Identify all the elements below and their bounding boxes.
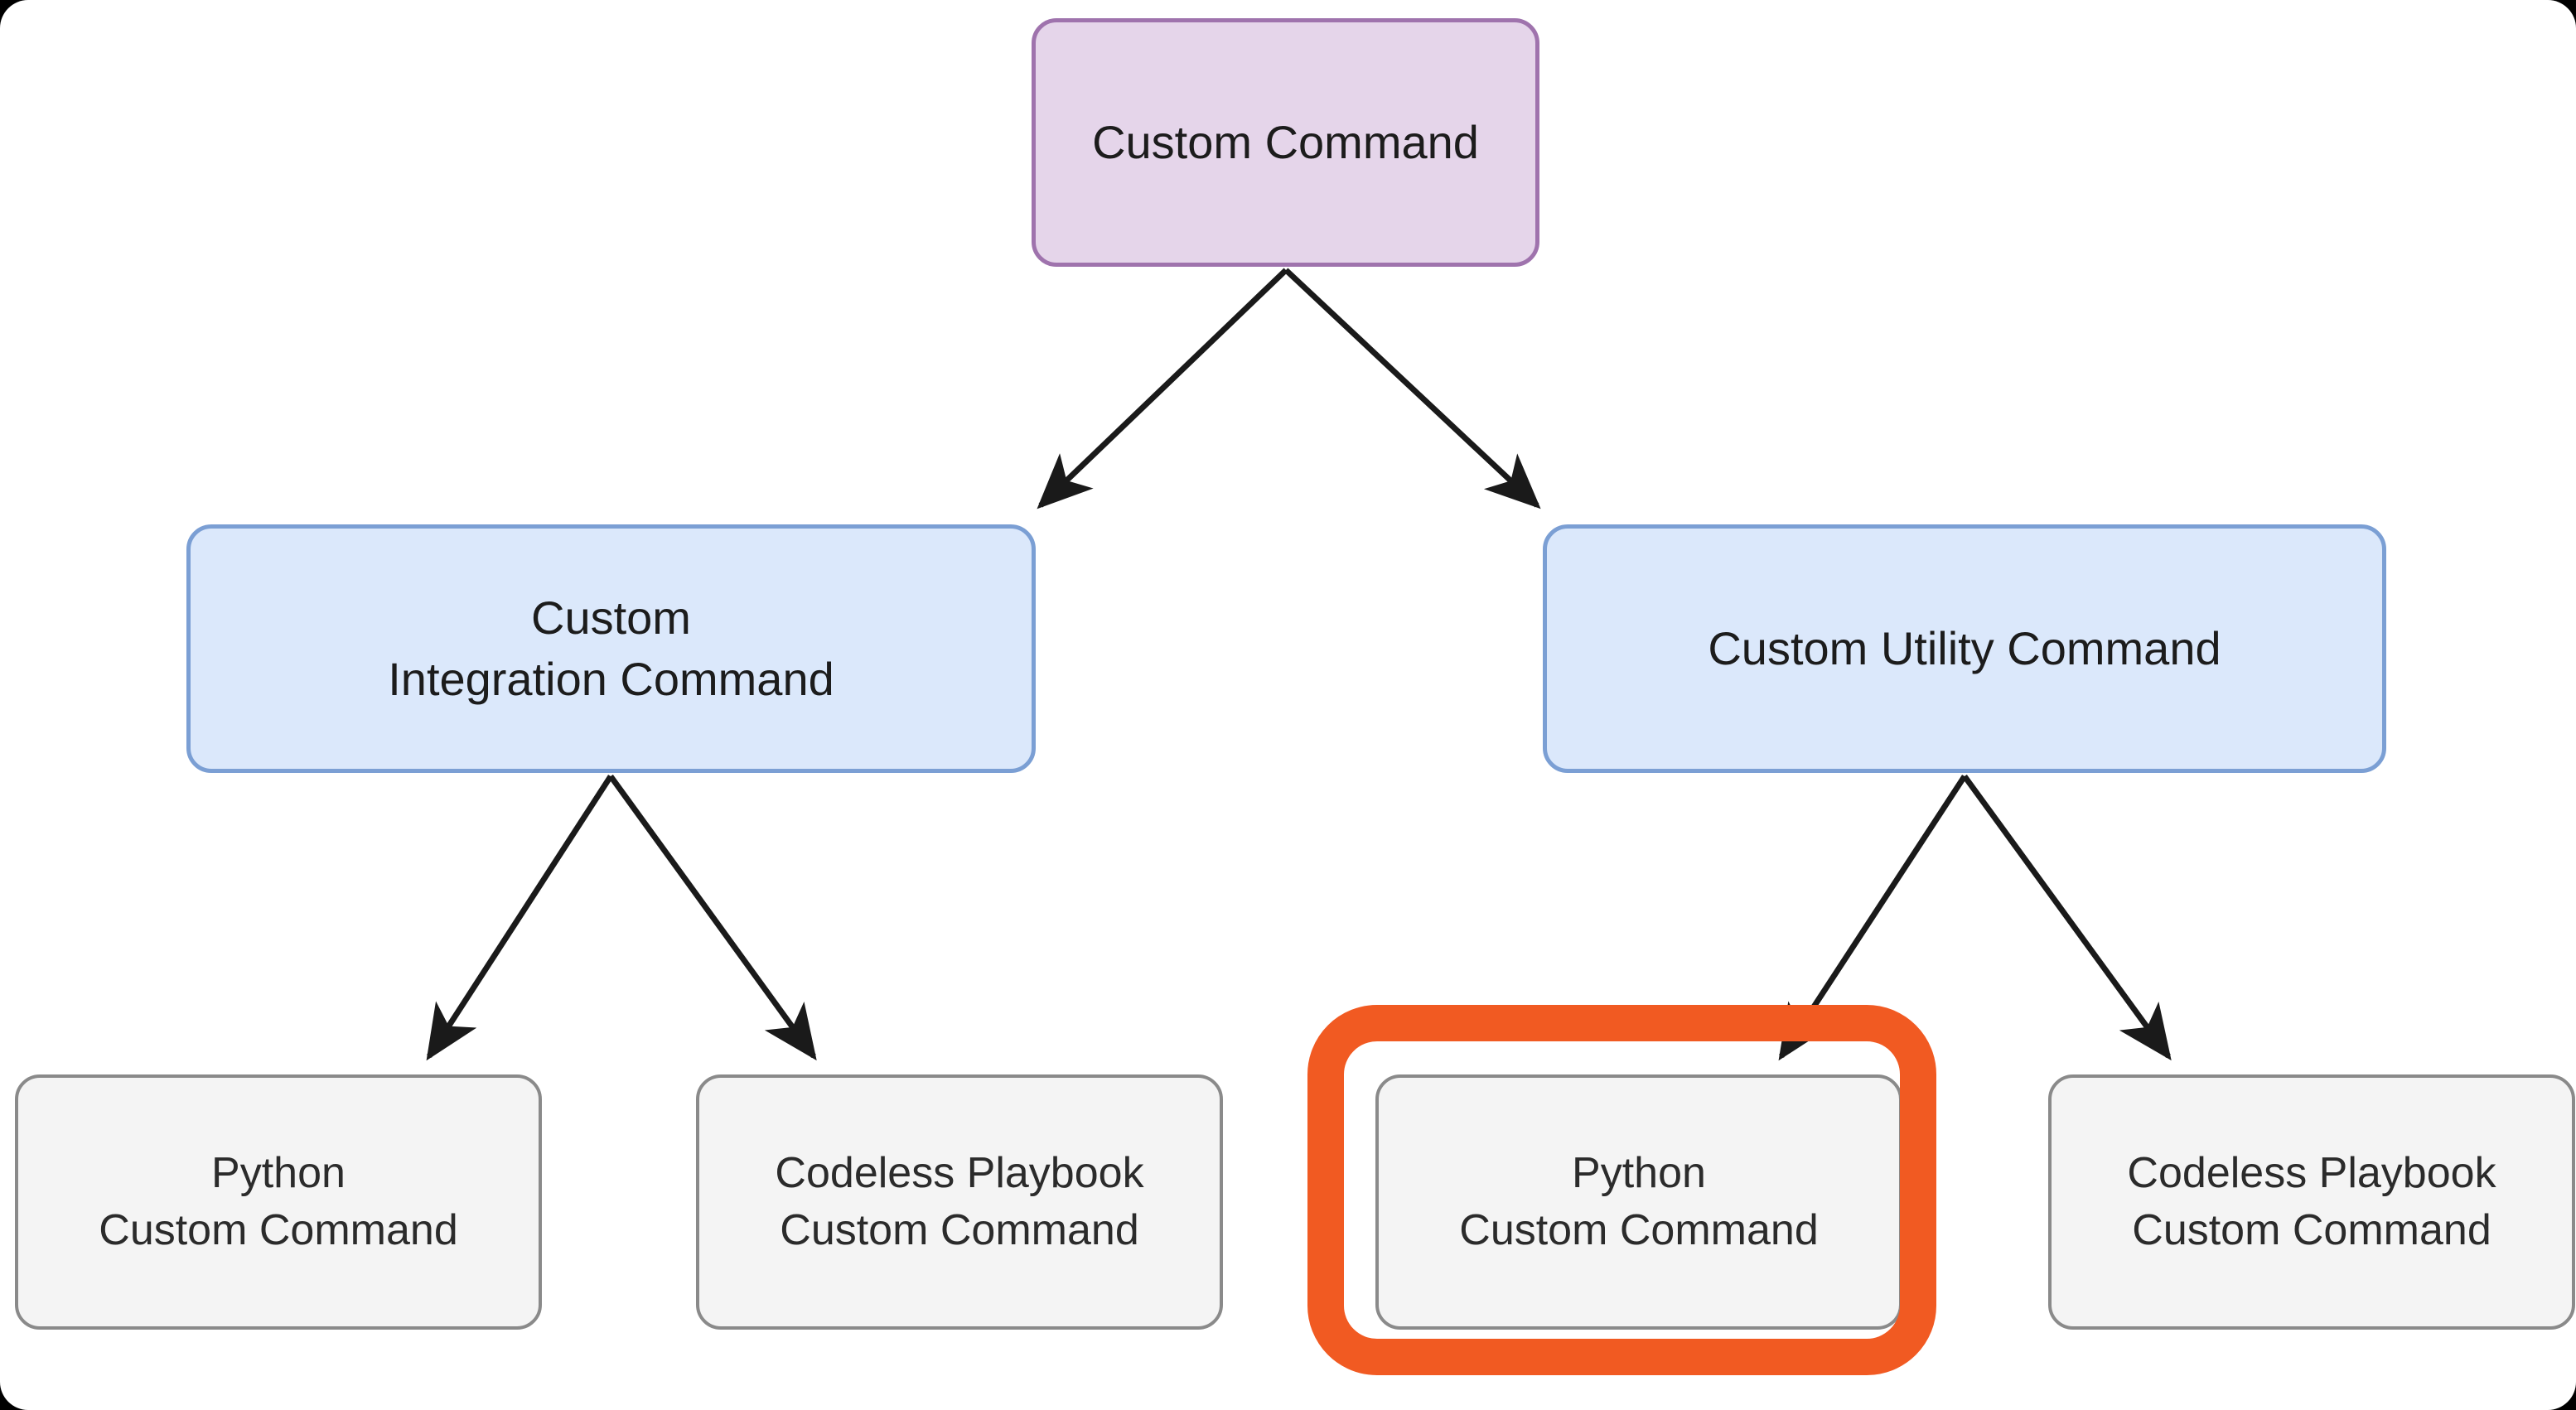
node-custom-command-root[interactable]: Custom Command (1032, 18, 1539, 267)
edge-root-to-custom-integration-command (1037, 268, 1288, 509)
node-label: Custom Command (1092, 116, 1479, 169)
node-label: Codeless Playbook Custom Command (2127, 1149, 2496, 1254)
edge-custom-utility-to-codeless (1962, 774, 2172, 1061)
node-custom-integration-command[interactable]: Custom Integration Command (186, 524, 1036, 773)
node-label: Custom Utility Command (1708, 622, 2221, 675)
edge-root-to-custom-utility-command (1283, 268, 1541, 509)
edge-custom-integration-to-python (426, 775, 613, 1061)
edge-custom-utility-to-python (1778, 775, 1967, 1061)
node-codeless-playbook-custom-command-utility[interactable]: Codeless Playbook Custom Command (2048, 1074, 2575, 1330)
node-custom-utility-command[interactable]: Custom Utility Command (1543, 524, 2386, 773)
node-label: Python Custom Command (1459, 1149, 1819, 1254)
node-codeless-playbook-custom-command-integration[interactable]: Codeless Playbook Custom Command (696, 1074, 1223, 1330)
node-label: Python Custom Command (99, 1149, 458, 1254)
edge-custom-integration-to-codeless (608, 774, 817, 1061)
node-python-custom-command-utility[interactable]: Python Custom Command (1375, 1074, 1902, 1330)
node-label: Custom Integration Command (388, 592, 834, 705)
node-python-custom-command-integration[interactable]: Python Custom Command (15, 1074, 542, 1330)
node-label: Codeless Playbook Custom Command (775, 1149, 1144, 1254)
